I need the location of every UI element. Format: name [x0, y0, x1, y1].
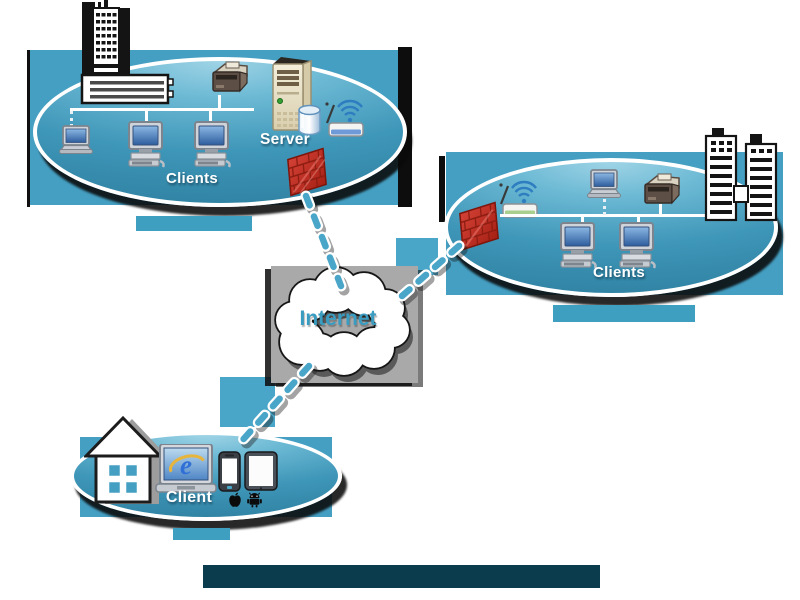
desktop-computer-icon: [194, 121, 231, 168]
android-logo-icon: [247, 492, 262, 508]
home-caption-bar: [173, 528, 230, 540]
desktop-computer-icon: [128, 121, 165, 168]
svg-text:e: e: [180, 450, 192, 480]
diagram-title-bar: [203, 565, 600, 588]
office-tower-buildings-icon: [704, 128, 778, 222]
office1-caption-bar: [136, 216, 252, 231]
office2-caption-bar: [553, 305, 695, 322]
office2-printer-link: [659, 204, 662, 215]
internet-label: Internet: [299, 307, 377, 330]
wireless-access-point-icon: [499, 180, 538, 218]
office1-network-bus: [70, 108, 254, 111]
firewall-icon: [459, 201, 499, 251]
laptop-icon: [587, 169, 621, 198]
home-network: e Client: [0, 390, 400, 560]
office-network-2: Clients: [430, 120, 800, 335]
printer-icon: [212, 61, 248, 93]
office2-laptop-link: [603, 199, 606, 215]
office-network-1: Clients Server: [0, 0, 420, 240]
office1-server-label: Server: [259, 131, 311, 148]
low-rise-building-icon: [80, 73, 174, 105]
internet-cloud: Internet: [265, 260, 425, 390]
database-cylinder-icon: [298, 104, 321, 136]
laptop-web-browser-icon: e: [155, 444, 217, 493]
printer-icon: [644, 173, 680, 205]
smartphone-icon: [218, 451, 241, 492]
desktop-computer-icon: [560, 222, 597, 269]
home-client-label: Client: [165, 489, 213, 506]
firewall-icon: [287, 147, 327, 197]
office1-desktop1-link: [145, 111, 148, 124]
apple-logo-icon: [229, 492, 241, 507]
office2-network-bus: [500, 214, 736, 217]
house-icon: [84, 415, 167, 504]
office1-laptop-link: [70, 111, 73, 127]
office2-clients-label: Clients: [592, 264, 646, 281]
laptop-icon: [59, 125, 93, 154]
desktop-computer-icon: [619, 222, 656, 269]
office1-desktop2-link: [209, 111, 212, 124]
office-tower-building-icon: [82, 0, 130, 83]
cloud-icon: [274, 266, 413, 382]
office1-printer-link: [218, 95, 221, 108]
tablet-icon: [244, 451, 278, 491]
office1-clients-label: Clients: [165, 170, 219, 187]
wireless-access-point-icon: [325, 99, 364, 137]
